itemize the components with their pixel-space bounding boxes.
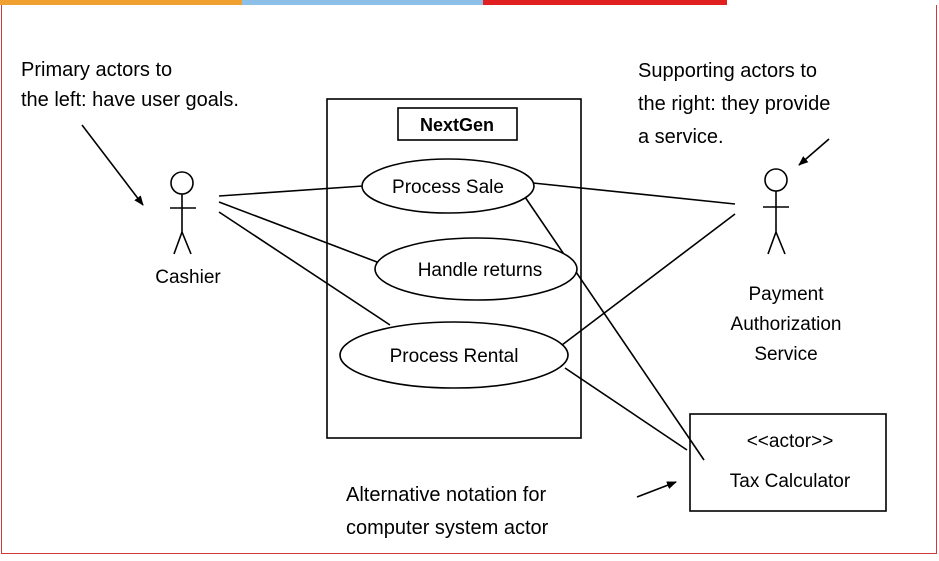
alternative-note-line-2: computer system actor (346, 517, 549, 539)
primary-note-line-1: Primary actors to (21, 59, 172, 81)
use-case-process-rental-label: Process Rental (390, 346, 519, 367)
tax-calculator-name: Tax Calculator (730, 471, 851, 492)
alternative-note-line-1: Alternative notation for (346, 484, 546, 506)
association-cashier-handle-returns (218, 201, 378, 263)
association-cashier-process-rental (218, 211, 391, 326)
use-case-process-sale (361, 158, 535, 214)
cashier-label: Cashier (155, 267, 221, 288)
use-case-process-sale-label: Process Sale (392, 177, 504, 198)
payment-service-label-line-1: Payment (749, 284, 825, 305)
payment-service-label-line-3: Service (754, 344, 817, 365)
associations (218, 182, 736, 461)
alternative-note-arrow (636, 481, 677, 498)
association-process-rental-payment (561, 213, 736, 346)
primary-note-arrow (81, 124, 144, 206)
association-process-sale-payment (532, 182, 736, 205)
top-accent-bar-orange (0, 0, 242, 5)
system-name-box (397, 107, 518, 141)
supporting-note-line-3: a service. (638, 126, 724, 148)
use-case-process-rental (339, 321, 569, 389)
payment-service-label-line-2: Authorization (731, 314, 842, 335)
use-case-handle-returns (374, 237, 578, 301)
association-cashier-process-sale (218, 185, 364, 197)
use-case-handle-returns-label: Handle returns (418, 260, 543, 281)
tax-calculator-stereotype: <<actor>> (747, 431, 834, 452)
top-accent-bar-blue (242, 0, 483, 5)
system-boundary (326, 98, 582, 439)
tax-calculator-box (689, 413, 887, 512)
supporting-note-line-2: the right: they provide (638, 93, 830, 115)
payment-service-actor-icon (763, 168, 789, 255)
association-process-sale-tax (524, 196, 705, 461)
cashier-actor-icon (170, 171, 196, 255)
system-name: NextGen (420, 115, 494, 135)
supporting-note-arrow (798, 138, 830, 166)
association-process-rental-tax (564, 367, 688, 451)
supporting-note-line-1: Supporting actors to (638, 60, 817, 82)
slide-frame (1, 5, 937, 554)
primary-note-line-2: the left: have user goals. (21, 89, 239, 111)
top-accent-bar-red (483, 0, 727, 5)
